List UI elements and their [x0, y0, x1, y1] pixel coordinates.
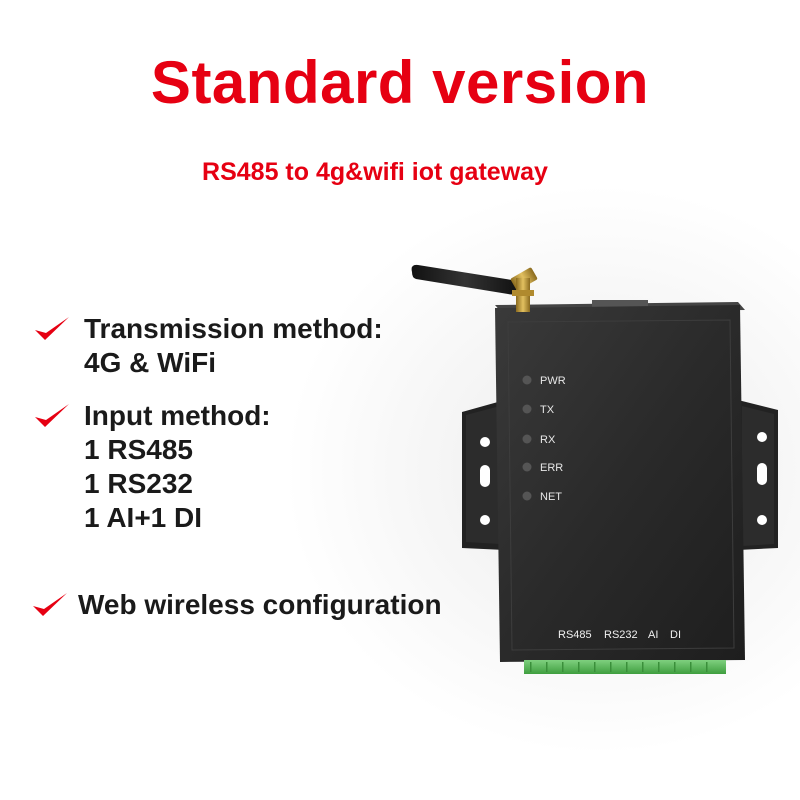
antenna-icon — [411, 264, 538, 312]
port-label: RS232 — [604, 629, 638, 641]
led-tx-indicator — [522, 404, 532, 414]
mounting-bracket-left — [462, 400, 505, 550]
feature-detail: 1 RS232 — [84, 468, 193, 499]
led-label: PWR — [540, 375, 566, 387]
checkmark-icon — [35, 404, 69, 427]
gateway-device: PWR TX RX ERR NET RS485 RS232 AI DI — [411, 264, 778, 674]
feature-input: Input method: 1 RS485 1 RS232 1 AI+1 DI — [32, 399, 271, 535]
led-pwr-indicator — [522, 375, 532, 385]
port-label: RS485 — [558, 629, 592, 641]
feature-transmission: Transmission method: 4G & WiFi — [32, 312, 383, 380]
led-label: TX — [540, 404, 555, 416]
page-subtitle: RS485 to 4g&wifi iot gateway — [202, 158, 548, 186]
port-label: DI — [670, 629, 681, 641]
checkmark-icon — [35, 317, 69, 340]
feature-label: Input method: — [84, 400, 271, 431]
terminal-block — [524, 660, 726, 674]
feature-web-config: Web wireless configuration — [30, 588, 442, 622]
led-label: NET — [540, 491, 562, 503]
led-net-indicator — [522, 491, 532, 501]
mounting-bracket-right — [738, 400, 778, 550]
led-label: RX — [540, 434, 556, 446]
page-title: Standard version — [150, 49, 650, 116]
led-label: ERR — [540, 462, 563, 474]
led-panel: PWR TX RX ERR NET — [522, 375, 566, 503]
port-label: AI — [648, 629, 658, 641]
feature-detail: 1 AI+1 DI — [84, 502, 203, 533]
device-body — [495, 305, 745, 662]
led-err-indicator — [522, 462, 532, 472]
led-rx-indicator — [522, 434, 532, 444]
feature-label: Web wireless configuration — [78, 589, 442, 620]
feature-detail: 1 RS485 — [84, 434, 193, 465]
feature-label: Transmission method: — [84, 313, 383, 344]
feature-detail: 4G & WiFi — [84, 347, 216, 378]
port-labels: RS485 RS232 AI DI — [558, 629, 681, 641]
checkmark-icon — [33, 593, 67, 616]
